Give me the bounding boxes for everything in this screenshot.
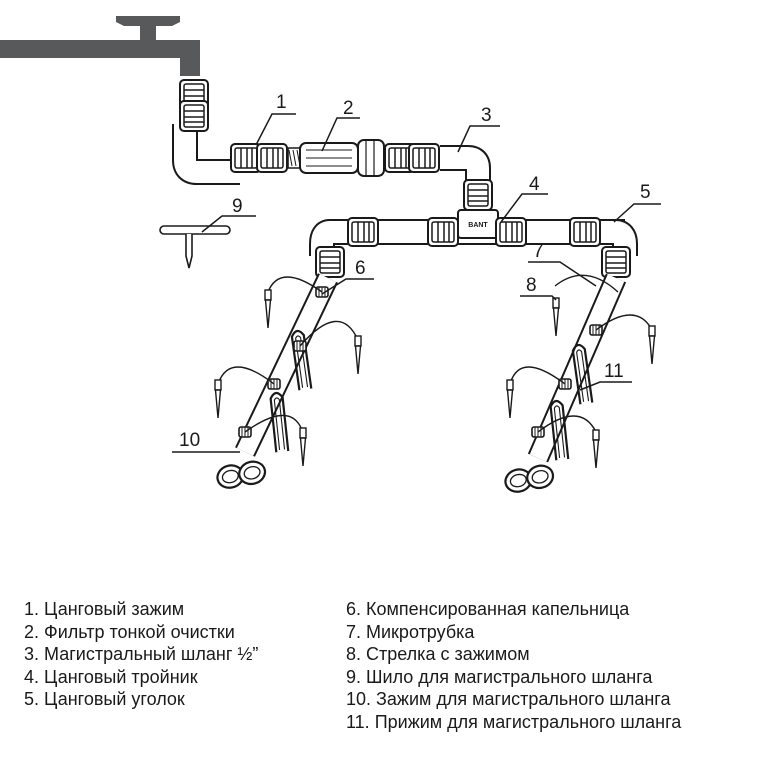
legend-item-11: 11. Прижим для магистрального шланга [346,711,682,732]
left-branch [213,219,362,494]
callout-3: 3 [481,105,492,126]
callout-numbers: 1 2 3 4 5 6 7 8 9 10 11 [179,92,651,451]
legend-left-column: 1. Цанговый зажим 2. Фильтр тонкой очист… [24,598,258,711]
legend-item-1: 1. Цанговый зажим [24,599,185,619]
callout-9: 9 [232,196,243,217]
legend-item-3: 3. Магистральный шланг ½” [24,644,259,665]
legend-item-9: 9. Шило для магистрального шланга [346,666,653,687]
callout-4: 4 [529,174,540,195]
faucet-shape [0,16,200,76]
callout-2: 2 [343,98,354,119]
irrigation-kit-diagram: BANT [0,16,661,498]
callout-6: 6 [355,258,366,279]
tee-mark-label: BANT [468,222,488,229]
main-hose-upper [172,79,288,185]
callout-10: 10 [179,430,200,451]
legend-item-7: 7. Микротрубка [346,621,475,642]
tee-assembly: BANT [335,209,625,247]
legend-item-4: 4. Цанговый тройник [24,666,198,687]
callout-8: 8 [526,275,537,296]
callout-7: 7 [533,241,544,262]
legend-item-10: 10. Зажим для магистрального шланга [346,689,671,710]
legend-item-8: 8. Стрелка с зажимом [346,644,530,665]
callout-1: 1 [276,92,287,113]
main-hose-middle [384,143,493,211]
legend-item-2: 2. Фильтр тонкой очистки [24,621,235,642]
callout-5: 5 [640,182,651,203]
right-branch [501,219,656,498]
leader-lines [172,113,661,453]
filter-shape [287,139,385,177]
standalone-arrow [552,297,560,337]
callout-11: 11 [604,361,624,382]
legend-item-6: 6. Компенсированная капельница [346,599,630,619]
awl-shape [159,225,231,269]
legend-item-5: 5. Цанговый уголок [24,689,185,710]
legend-right-column: 6. Компенсированная капельница 7. Микрот… [346,598,681,734]
